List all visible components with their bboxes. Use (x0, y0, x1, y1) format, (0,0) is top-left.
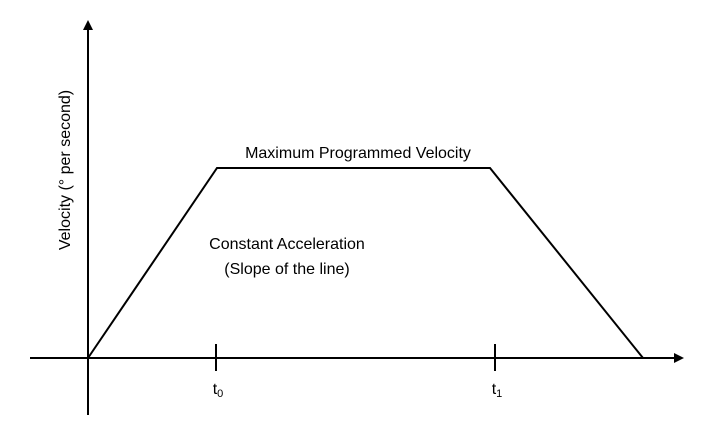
velocity-trapezoid (87, 167, 644, 359)
tick-label-base: t (212, 381, 218, 398)
tick-label-t1: t1 (492, 381, 503, 400)
slope-label: (Slope of the line) (224, 261, 350, 278)
tick-label-base: t (491, 381, 497, 398)
y-axis-label: Velocity (° per second) (57, 89, 74, 251)
tick-label-t0: t0 (213, 381, 224, 400)
tick-label-subscript: 1 (496, 388, 503, 400)
tick-label-subscript: 0 (217, 388, 224, 400)
constant-acceleration-label: Constant Acceleration (209, 236, 365, 253)
max-velocity-label: Maximum Programmed Velocity (245, 145, 471, 162)
